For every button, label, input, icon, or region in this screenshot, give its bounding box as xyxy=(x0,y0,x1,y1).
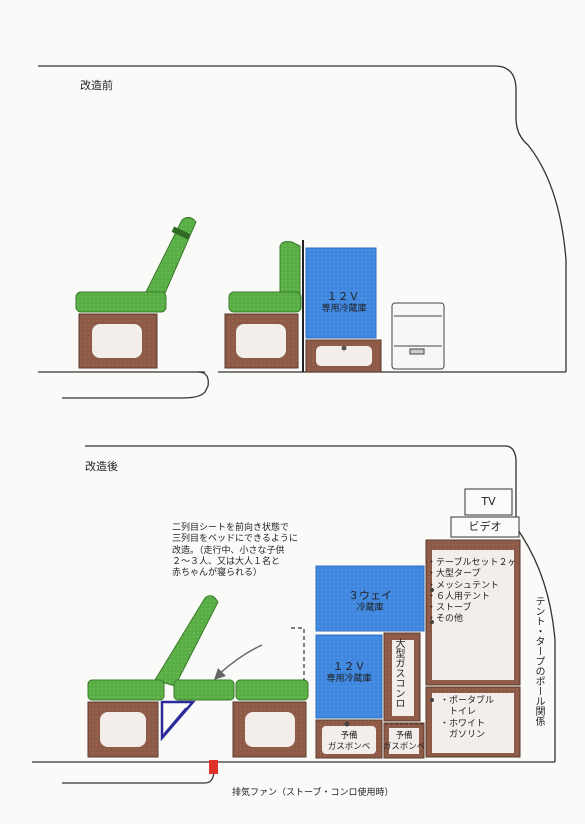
note-line: 三列目をベッドにできるように xyxy=(172,534,298,545)
lower-item: ・ホワイト xyxy=(440,718,486,729)
before-title: 改造前 xyxy=(80,79,113,92)
after-3way-fridge xyxy=(315,565,425,632)
after-storage-cabinet xyxy=(425,539,521,758)
spare-gas-right-line2: ガスボンベ xyxy=(382,742,426,752)
big-stove-label: 大型ガスコンロ xyxy=(393,638,404,708)
fold-arrow-head xyxy=(214,668,226,680)
before-vehicle-outline xyxy=(38,65,567,399)
exhaust-fan xyxy=(209,760,218,774)
note-line: 改造。（走行中、小さな子供 xyxy=(172,545,285,556)
three-way-fridge-line1: ３ウェイ xyxy=(348,589,392,602)
after-spare-gas-right xyxy=(383,722,425,759)
before-fridge-label-line2: 専用冷蔵庫 xyxy=(321,304,367,314)
tv-label: TV xyxy=(481,495,496,508)
after-12v-fridge xyxy=(315,634,383,719)
note-line: 二列目シートを前向き状態で xyxy=(172,523,290,533)
after-stove-cabinet xyxy=(383,632,421,722)
before-portable-box xyxy=(391,302,445,370)
lower-item: ・ポータブル xyxy=(440,696,495,706)
after-seat-row2 xyxy=(87,595,219,758)
three-way-fridge-line2: 冷蔵庫 xyxy=(356,603,384,613)
storage-item: ・メッシュテント xyxy=(427,580,500,591)
before-seat-row3 xyxy=(224,240,304,372)
spare-gas-left-line2: ガスボンベ xyxy=(327,742,371,752)
lower-item: トイレ xyxy=(440,707,477,718)
after-title: 改造後 xyxy=(85,460,118,473)
fold-arrow xyxy=(217,644,263,676)
after-bed-cushions xyxy=(173,679,309,758)
exhaust-fan-caption: 排気ファン（ストーブ・コンロ使用時） xyxy=(232,788,394,798)
storage-item: ・その他 xyxy=(427,614,464,625)
fridge-12v-line1: １２Ｖ xyxy=(332,660,366,673)
spare-gas-left-line1: 予備 xyxy=(340,731,358,741)
storage-item: ・６人用テント xyxy=(427,591,491,602)
video-label: ビデオ xyxy=(468,520,502,533)
after-spare-gas-left xyxy=(315,719,383,759)
before-fridge-label-line1: １２Ｖ xyxy=(326,290,360,303)
fridge-12v-line2: 専用冷蔵庫 xyxy=(326,674,372,684)
after-tv-unit xyxy=(450,488,520,538)
spare-gas-right-line1: 予備 xyxy=(395,731,413,741)
lower-item: ガソリン xyxy=(440,729,486,740)
before-fridge xyxy=(305,247,382,373)
storage-item: ・ストーブ xyxy=(427,603,472,613)
after-dashed-pole xyxy=(291,627,305,680)
note-line: ２～３人、又は大人１名と xyxy=(172,556,281,567)
conversion-note: 二列目シートを前向き状態で 三列目をベッドにできるように 改造。（走行中、小さな… xyxy=(172,523,298,579)
note-line: 赤ちゃんが寝られる） xyxy=(172,568,263,578)
storage-item: ・大型タープ xyxy=(427,569,481,580)
before-seat-row2 xyxy=(75,216,197,369)
pole-label: テント・タープのポール関係 xyxy=(533,596,544,726)
storage-item: ・テーブルセット２ヶ xyxy=(427,558,517,568)
lower-items: ・ポータブル トイレ ・ホワイト ガソリン xyxy=(440,696,494,741)
storage-items: ・テーブルセット２ヶ ・大型タープ ・メッシュテント ・６人用テント ・ストーブ… xyxy=(427,558,516,626)
